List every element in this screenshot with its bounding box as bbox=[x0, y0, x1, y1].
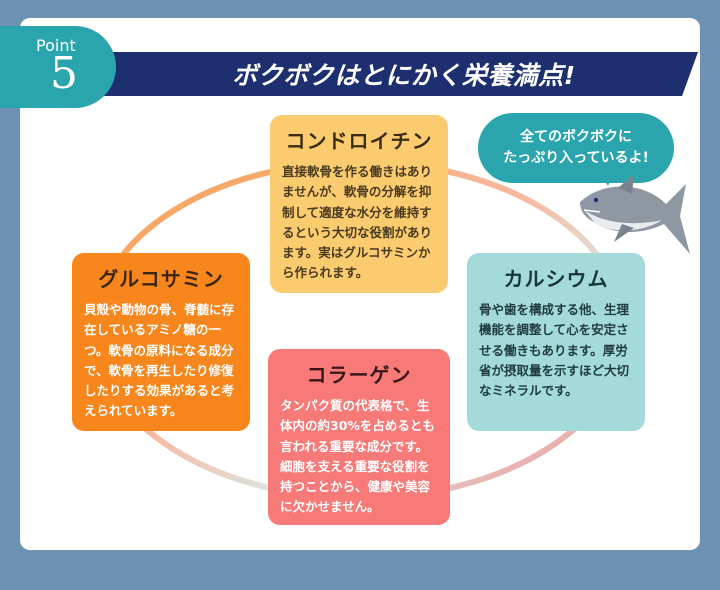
chondroitin-box: コンドロイチン 直接軟骨を作る働きはありませんが、軟骨の分解を抑制して適度な水分… bbox=[270, 115, 448, 293]
point-number: 5 bbox=[50, 48, 78, 99]
speech-bubble: 全てのボクボクに たっぷり入っているよ! bbox=[478, 113, 674, 183]
glucosamine-text: 貝殻や動物の骨、脊髄に存在しているアミノ糖の一つ。軟骨の原料になる成分で、軟骨を… bbox=[84, 302, 235, 419]
bubble-line-2: たっぷり入っているよ! bbox=[503, 150, 649, 166]
title-banner: ボクボクはとにかく栄養満点! bbox=[60, 52, 698, 96]
collagen-text: タンパク質の代表格で、生体内の約30%を占めるとも言われる重要な成分です。細胞を… bbox=[280, 398, 435, 515]
collagen-title: コラーゲン bbox=[306, 363, 412, 387]
point-label: Point bbox=[36, 36, 76, 55]
point-badge: Point 5 bbox=[0, 26, 116, 108]
glucosamine-box: グルコサミン 貝殻や動物の骨、脊髄に存在しているアミノ糖の一つ。軟骨の原料になる… bbox=[72, 253, 250, 431]
banner-title: ボクボクはとにかく栄養満点! bbox=[232, 61, 576, 90]
shark-icon bbox=[580, 172, 690, 254]
glucosamine-title: グルコサミン bbox=[98, 267, 224, 291]
calcium-text: 骨や歯を構成する他、生理機能を調整して心を安定させる働きもあります。厚労省が摂取… bbox=[479, 302, 630, 398]
collagen-box: コラーゲン タンパク質の代表格で、生体内の約30%を占めるとも言われる重要な成分… bbox=[268, 349, 450, 525]
bubble-line-1: 全てのボクボクに bbox=[520, 129, 632, 145]
calcium-title: カルシウム bbox=[503, 267, 609, 291]
calcium-box: カルシウム 骨や歯を構成する他、生理機能を調整して心を安定させる働きもあります。… bbox=[467, 253, 645, 431]
chondroitin-title: コンドロイチン bbox=[285, 129, 433, 153]
chondroitin-text: 直接軟骨を作る働きはありませんが、軟骨の分解を抑制して適度な水分を維持するという… bbox=[282, 164, 433, 281]
